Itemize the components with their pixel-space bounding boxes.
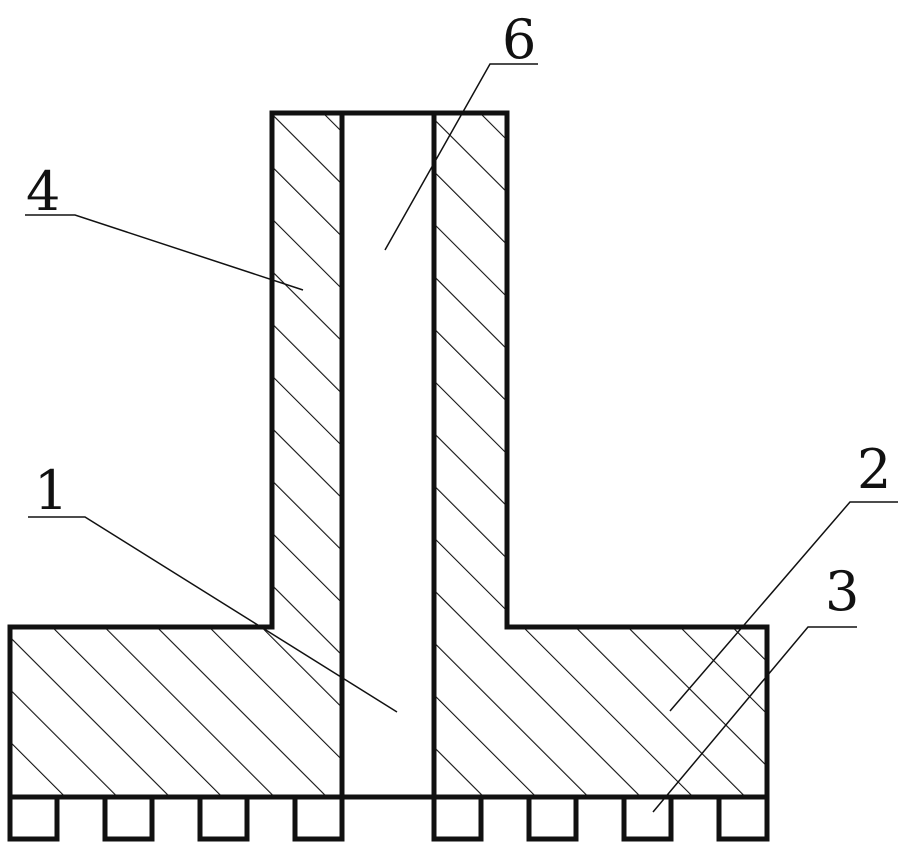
callout-label-6: 6 (502, 8, 536, 71)
leader-lines (25, 63, 898, 813)
callout-label-2: 2 (857, 438, 891, 501)
leader-2 (669, 501, 898, 712)
leader-1 (28, 516, 398, 713)
tooth (526, 797, 579, 842)
tooth (292, 797, 345, 842)
tooth (7, 797, 60, 842)
leader-3 (652, 626, 857, 813)
tooth (621, 797, 674, 842)
tooth (197, 797, 250, 842)
callout-label-3: 3 (825, 560, 859, 623)
callout-label-1: 1 (34, 459, 68, 522)
leader-4 (25, 214, 304, 291)
hatched-body (10, 113, 767, 797)
callout-label-4: 4 (26, 160, 60, 223)
bottom-teeth (7, 797, 770, 842)
tooth (102, 797, 155, 842)
leader-6 (384, 63, 538, 251)
tooth (431, 797, 484, 842)
tooth (716, 797, 770, 842)
